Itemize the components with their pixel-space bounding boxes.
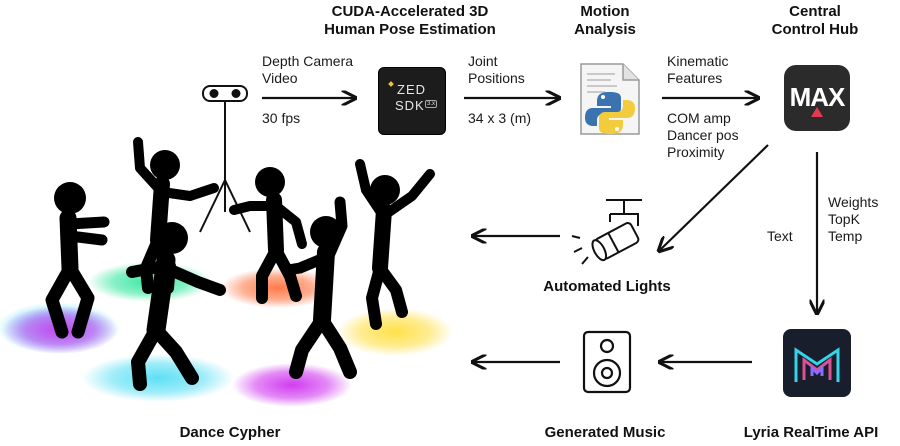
- pose-title-line-1: CUDA-Accelerated 3D: [331, 3, 489, 20]
- motion-title-line-1: Motion: [580, 3, 630, 20]
- spot-cyan-bottom: [82, 354, 234, 402]
- zed-sdk-icon: ZED SDK 3.x: [378, 67, 446, 135]
- pose-title-line-2: Human Pose Estimation: [324, 21, 496, 38]
- lyria-icon: [783, 329, 851, 397]
- pose-estimation-title: CUDA-Accelerated 3D Human Pose Estimatio…: [305, 3, 515, 39]
- joint-shape-label: 34 x 3 (m): [468, 110, 532, 126]
- arrow-hub-to-lights: [660, 144, 769, 250]
- spot-yellow: [337, 308, 453, 356]
- edge-label-positions: Positions: [468, 70, 525, 86]
- dance-cypher-title: Dance Cypher: [179, 424, 281, 441]
- kinematic-edge-label: Kinematic Features: [667, 53, 728, 87]
- feature-com-amp: COM amp: [667, 110, 731, 126]
- floor-spotlights: [0, 262, 453, 407]
- lyria-params-label: Weights TopK Temp: [828, 194, 878, 245]
- dancer-1: [45, 182, 110, 339]
- camera-edge-label: Depth Camera Video: [262, 53, 353, 87]
- dancers: [45, 137, 435, 391]
- spotlight-icon: [571, 199, 642, 265]
- flow-arrows: [262, 98, 817, 362]
- spot-magenta-bottom: [232, 363, 352, 407]
- edge-label-depth-camera: Depth Camera: [262, 53, 354, 69]
- dancer-5: [282, 196, 357, 379]
- param-topk: TopK: [828, 211, 860, 227]
- depth-camera-icon: [199, 85, 251, 233]
- automated-lights-title: Automated Lights: [543, 278, 671, 295]
- python-file-icon: [580, 63, 640, 135]
- speaker-icon: [582, 330, 632, 394]
- param-temp: Temp: [828, 228, 863, 244]
- text-edge-label: Text: [767, 228, 793, 244]
- zed-version-badge: 3.x: [425, 100, 438, 108]
- sdk-logo-text: SDK: [395, 98, 425, 113]
- edge-label-video: Video: [262, 70, 298, 86]
- joint-edge-label: Joint Positions: [468, 53, 525, 87]
- hub-title-line-1: Central: [789, 3, 841, 20]
- lyria-api-title: Lyria RealTime API: [743, 424, 879, 441]
- feature-proximity: Proximity: [667, 144, 725, 160]
- fps-label: 30 fps: [262, 110, 301, 126]
- dancer-3: [126, 222, 226, 391]
- max-accent-mark: [811, 107, 823, 117]
- dancer-4: [229, 167, 307, 304]
- spot-orange: [220, 268, 336, 308]
- generated-music-title: Generated Music: [544, 424, 666, 441]
- feature-dancer-pos: Dancer pos: [667, 127, 739, 143]
- motion-analysis-title: Motion Analysis: [560, 3, 650, 39]
- param-weights: Weights: [828, 194, 879, 210]
- control-hub-title: Central Control Hub: [750, 3, 880, 39]
- max-msp-icon: MAX: [784, 65, 850, 131]
- zed-spark-icon: [388, 81, 394, 87]
- motion-title-line-2: Analysis: [574, 21, 636, 38]
- feature-list-label: COM amp Dancer pos Proximity: [667, 110, 739, 161]
- dancer-6: [355, 159, 435, 330]
- hub-title-line-2: Control Hub: [771, 21, 859, 38]
- edge-label-joint: Joint: [468, 53, 498, 69]
- zed-logo-text: ZED: [397, 82, 426, 97]
- edge-label-kinematic: Kinematic: [667, 53, 729, 69]
- edge-label-features: Features: [667, 70, 723, 86]
